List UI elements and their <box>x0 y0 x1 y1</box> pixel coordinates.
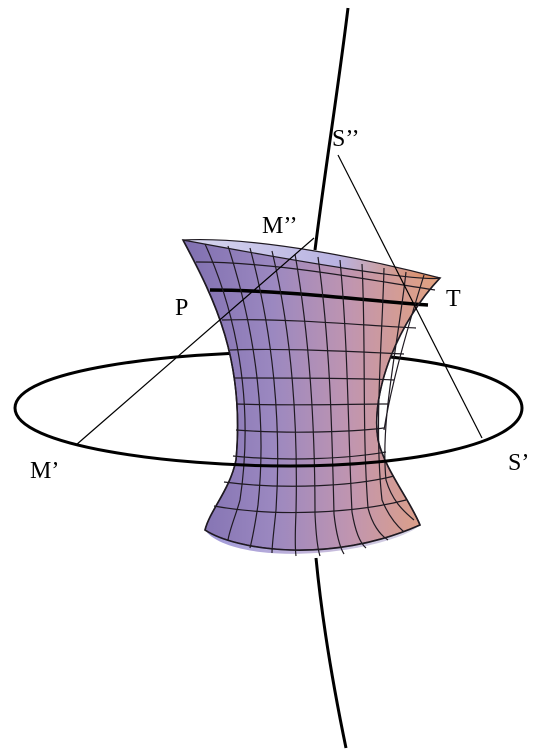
label-s-prime: S’ <box>508 450 529 476</box>
label-m-prime: M’ <box>30 458 59 484</box>
label-p: P <box>175 295 188 321</box>
line-m-prime-to-m-double <box>75 237 315 446</box>
surface-horizontal-grid <box>195 261 436 514</box>
ring-front <box>13 407 524 468</box>
label-m-double: M’’ <box>262 213 298 239</box>
hyperboloid-surface <box>181 238 442 557</box>
label-s-double: S’’ <box>332 126 360 152</box>
axis-curve-lower <box>314 557 348 749</box>
axis-curve-upper <box>313 7 350 251</box>
label-t: T <box>446 286 461 312</box>
surface-outline <box>182 239 441 551</box>
line-s-double-to-s-prime <box>337 154 483 439</box>
